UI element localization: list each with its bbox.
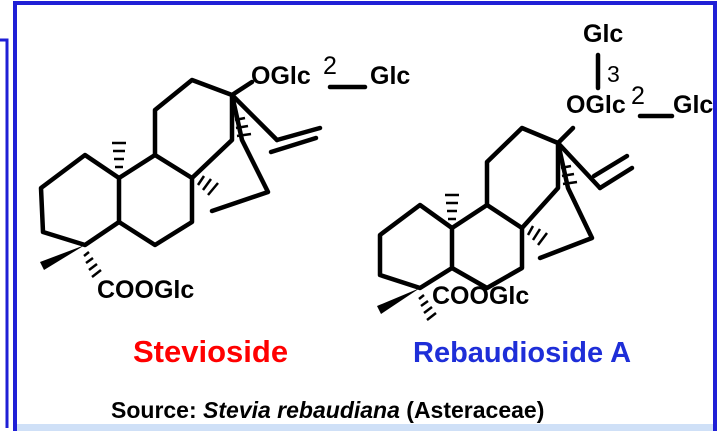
rebaudioside-oglc-label: OGlc xyxy=(566,91,626,119)
source-family: (Asteraceae) xyxy=(400,397,544,423)
rebaudioside-link-number-upper: 3 xyxy=(607,61,620,87)
rebaudioside-link-number: 2 xyxy=(631,82,645,110)
stevioside-structure xyxy=(38,77,368,278)
stevioside-oglc-label: OGlc xyxy=(251,62,311,90)
source-prefix: Source: xyxy=(111,397,203,423)
left-frame-edge xyxy=(0,38,9,428)
stevioside-glc-label: Glc xyxy=(370,62,410,90)
bottom-band xyxy=(17,424,713,431)
rebaudioside-structure xyxy=(377,52,675,321)
stevioside-link-number: 2 xyxy=(323,52,337,80)
rebaudioside-glc-right-label: Glc xyxy=(673,91,713,119)
source-caption: Source: Stevia rebaudiana (Asteraceae) xyxy=(111,397,544,423)
source-species: Stevia rebaudiana xyxy=(203,397,400,423)
rebaudioside-name: Rebaudioside A xyxy=(413,337,631,369)
rebaudioside-coo-label: COOGlc xyxy=(432,282,529,310)
rebaudioside-glc-upper-label: Glc xyxy=(583,20,623,48)
stevioside-name: Stevioside xyxy=(133,334,288,369)
stevioside-coo-label: COOGlc xyxy=(97,276,194,304)
